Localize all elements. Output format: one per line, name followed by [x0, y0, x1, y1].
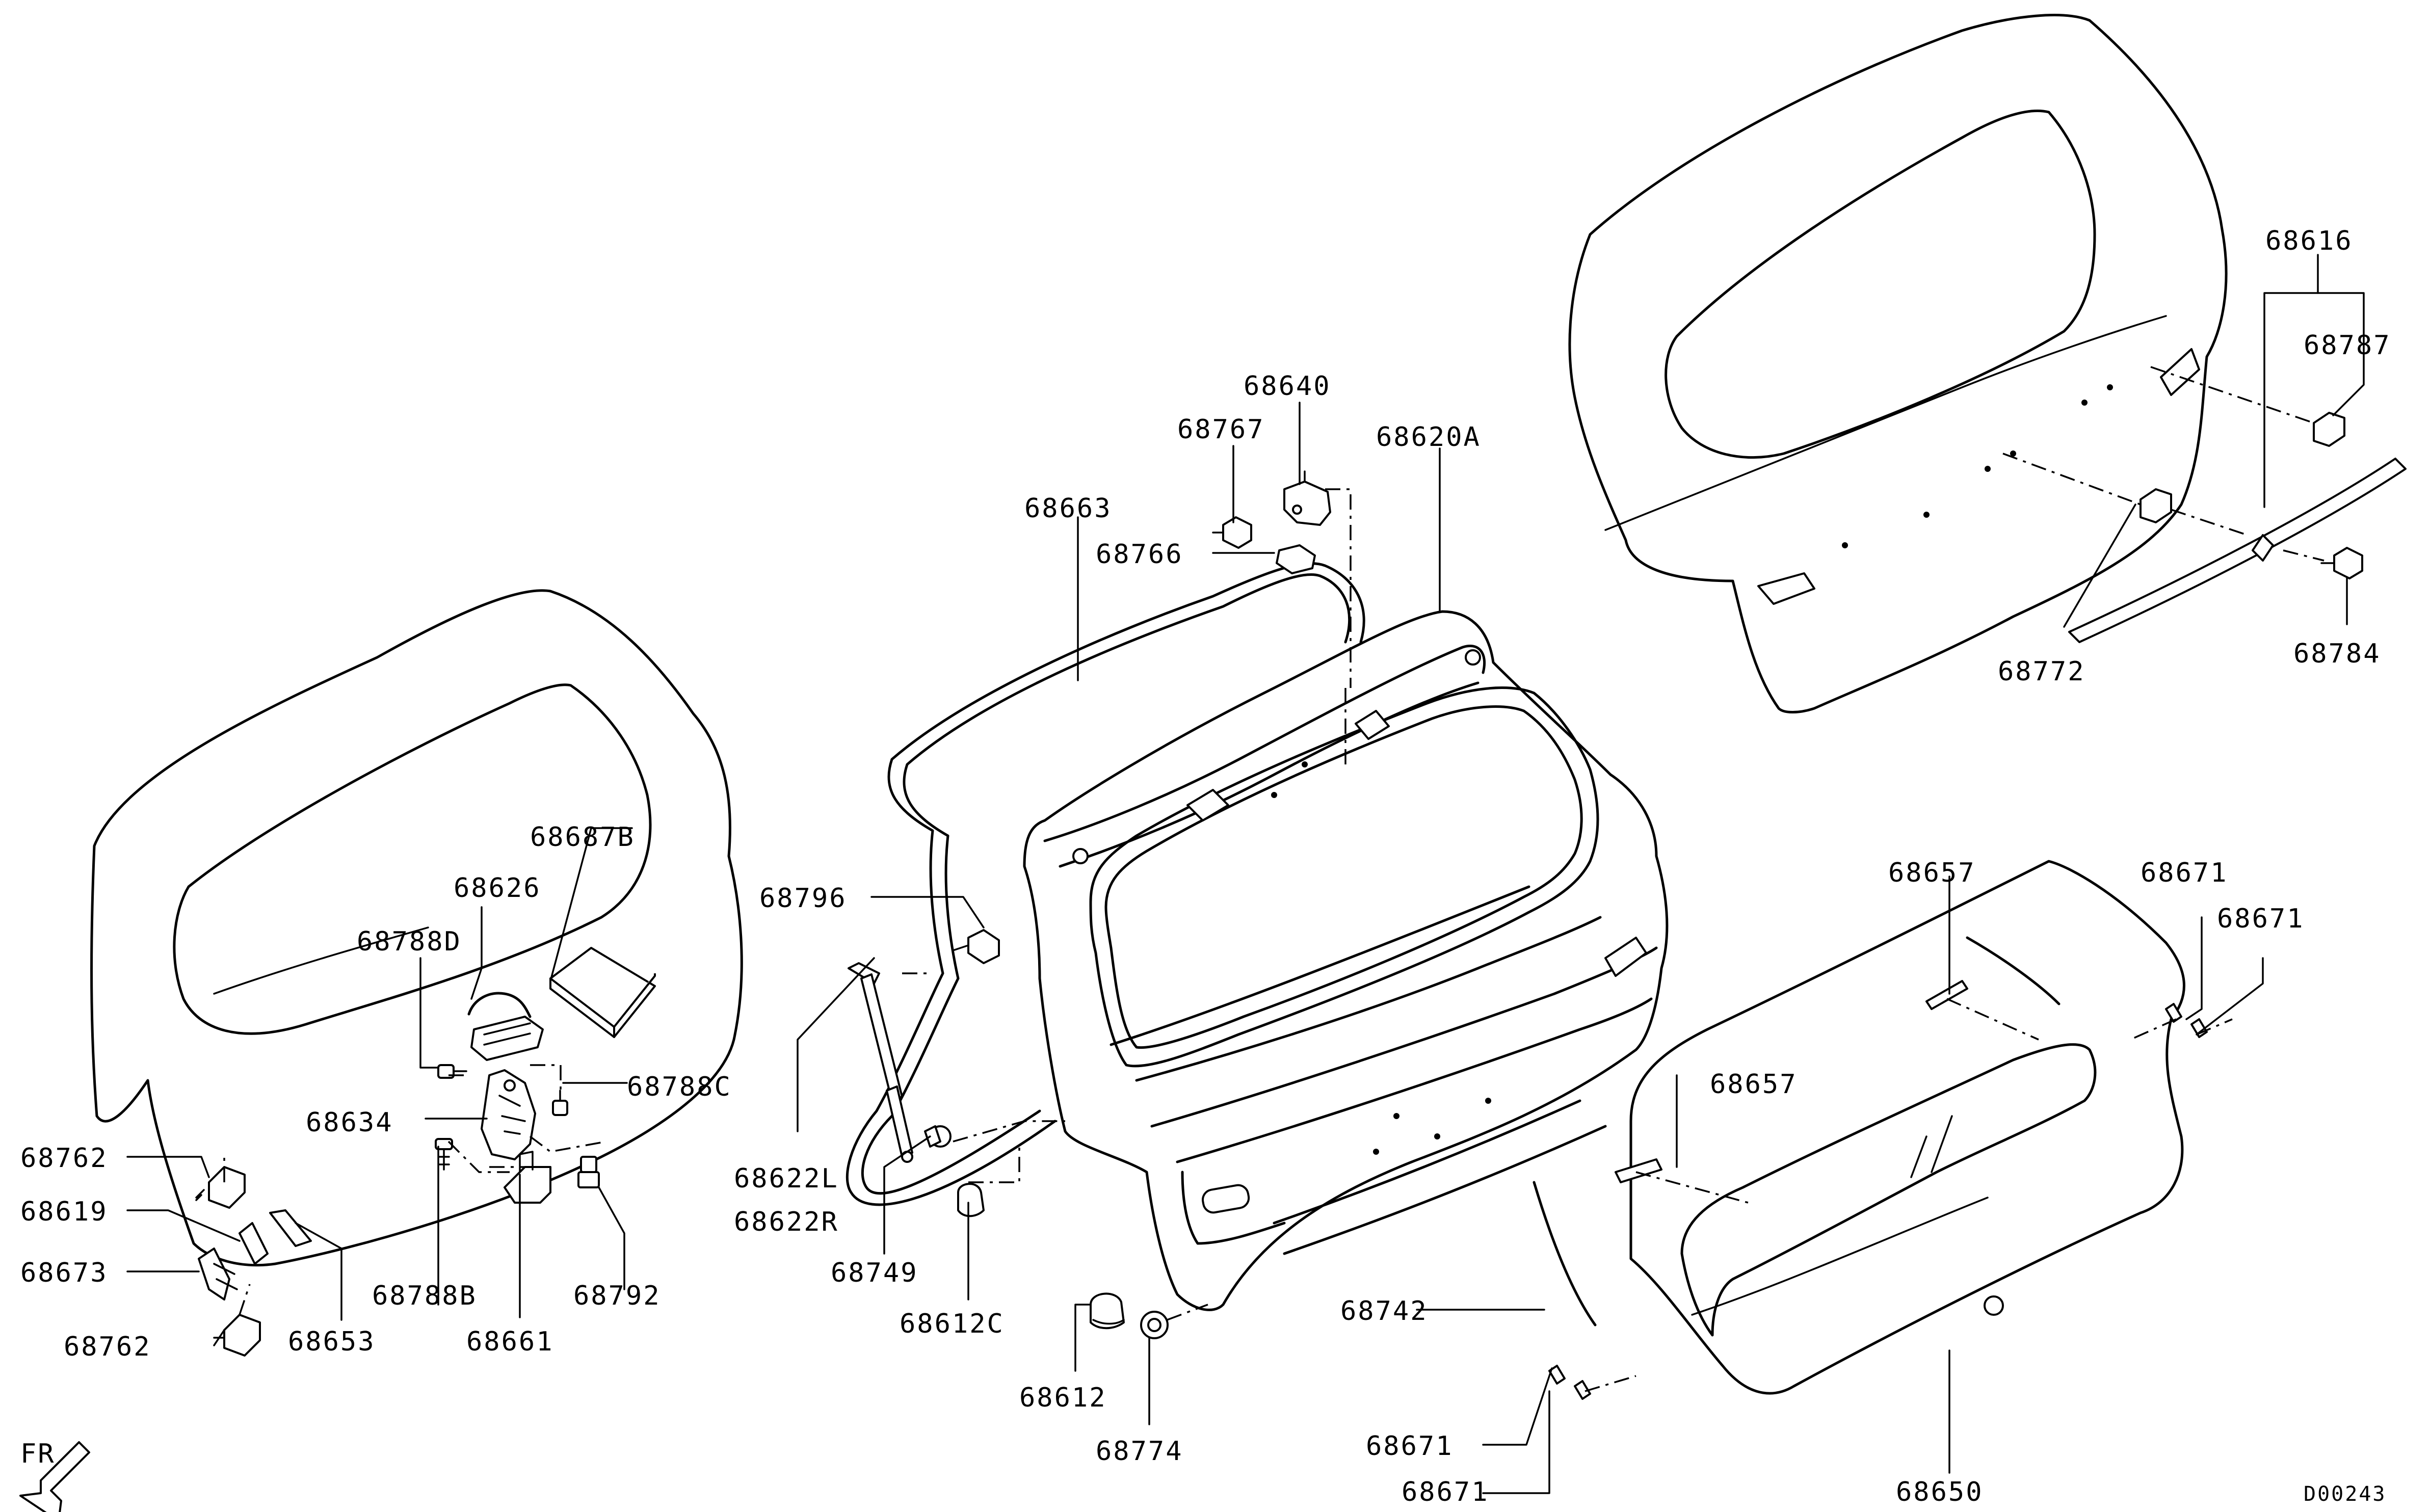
left-tailgate-outline — [90, 589, 743, 1267]
bracket-68619 — [239, 1222, 269, 1265]
label-68612: 68612 — [1019, 1383, 1107, 1413]
switch-cover-box-68687B — [549, 947, 656, 1038]
label-68766: 68766 — [1096, 539, 1183, 570]
label-68661: 68661 — [466, 1327, 554, 1357]
hinge-68640 — [1283, 470, 1331, 526]
label-68671-b: 68671 — [2217, 904, 2305, 934]
tape-68657-upper — [1925, 980, 1968, 1010]
handle-switch-68626 — [467, 992, 544, 1061]
back-glass-68650 — [1629, 860, 2185, 1395]
diagram-reference-code: D00243 — [2304, 1482, 2387, 1506]
label-68787: 68787 — [2304, 330, 2391, 361]
label-68767: 68767 — [1177, 414, 1265, 445]
label-68640: 68640 — [1244, 371, 1331, 402]
label-68784: 68784 — [2293, 639, 2381, 669]
gas-strut-68622 — [848, 962, 913, 1163]
label-68796: 68796 — [759, 883, 847, 914]
label-68671-c: 68671 — [1366, 1431, 1454, 1462]
label-68671-a: 68671 — [2141, 858, 2228, 888]
label-68762-upper: 68762 — [20, 1143, 108, 1174]
front-direction-label: FR — [20, 1439, 56, 1469]
label-68774: 68774 — [1096, 1436, 1183, 1467]
label-68788C: 68788C — [627, 1072, 732, 1102]
label-68792: 68792 — [573, 1281, 661, 1311]
bolt-68792 — [577, 1156, 600, 1188]
label-68671-d: 68671 — [1402, 1477, 1489, 1507]
label-68663: 68663 — [1024, 493, 1112, 524]
clip-68787 — [2313, 412, 2345, 447]
label-68622R: 68622R — [734, 1207, 839, 1237]
clip-68772 — [2140, 488, 2172, 523]
label-68634: 68634 — [306, 1107, 393, 1138]
garnish-68616 — [2068, 458, 2407, 643]
front-direction-arrow-icon — [19, 1441, 90, 1512]
pad-68653 — [269, 1209, 312, 1247]
label-68762-lower: 68762 — [64, 1332, 151, 1362]
label-68687B: 68687B — [530, 822, 635, 853]
label-68622L: 68622L — [734, 1163, 839, 1194]
label-68788D: 68788D — [357, 926, 462, 957]
bolt-68762-upper — [195, 1166, 246, 1209]
label-68749: 68749 — [831, 1258, 918, 1288]
tailgate-inner-panel-68620A — [1023, 610, 1669, 1311]
label-68626: 68626 — [454, 873, 541, 904]
weatherstrip-68663 — [846, 562, 1365, 1206]
label-68616: 68616 — [2265, 226, 2353, 256]
nut-68766 — [1276, 544, 1316, 574]
screw-68784 — [2320, 547, 2363, 579]
label-68657-lower: 68657 — [1710, 1069, 1798, 1100]
part-labels: 68616 68787 68772 68784 68640 68767 6862… — [20, 226, 2391, 1507]
bolt-68767 — [1212, 516, 1252, 549]
label-68772: 68772 — [1998, 656, 2085, 687]
label-68620A: 68620A — [1376, 422, 1481, 453]
bracket-68673 — [198, 1248, 238, 1301]
bumper-68612 — [1090, 1292, 1125, 1330]
bumper-68612C — [957, 1183, 985, 1217]
grommet-68774 — [1140, 1311, 1169, 1339]
label-68612C: 68612C — [900, 1309, 1005, 1339]
tape-68657-lower — [1615, 1158, 1662, 1183]
label-68742: 68742 — [1340, 1296, 1428, 1327]
label-68673: 68673 — [20, 1258, 108, 1288]
right-tailgate-outline — [1568, 14, 2228, 713]
label-68619: 68619 — [20, 1197, 108, 1227]
label-68788B: 68788B — [372, 1281, 477, 1311]
label-68650: 68650 — [1896, 1477, 1984, 1507]
leader-lines — [126, 254, 2365, 1494]
label-68657-upper: 68657 — [1888, 858, 1976, 888]
screw-68788C — [552, 1090, 568, 1116]
spacer-68671-set — [1548, 1003, 2208, 1400]
bolt-68796 — [952, 929, 1000, 964]
label-68653: 68653 — [288, 1327, 376, 1357]
lock-assembly-68634 — [481, 1069, 536, 1160]
